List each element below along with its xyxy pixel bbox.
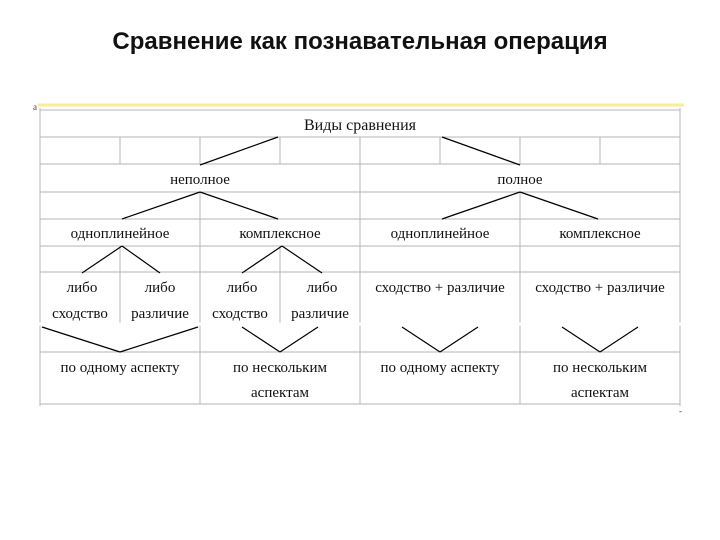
level3-top-1: либо: [67, 280, 98, 296]
level3-top-2: либо: [145, 280, 176, 296]
level1-label-complete: полное: [497, 172, 543, 188]
level3-bottom-4: различие: [291, 306, 349, 322]
level3-bottom-3: сходство: [212, 306, 268, 322]
level3-top-4: либо: [307, 280, 338, 296]
level3-full-2: сходство + различие: [535, 280, 665, 296]
level2-label-3: одноплинейное: [391, 226, 490, 242]
root-label: Виды сравнения: [304, 117, 417, 134]
level4-line2-1: аспектам: [251, 385, 309, 401]
corner-mark-top-left: а: [33, 102, 37, 112]
level3-bottom-2: различие: [131, 306, 189, 322]
level4-line1-3: по одному аспекту: [381, 360, 500, 376]
level2-label-4: комплексное: [559, 226, 641, 242]
level3-top-3: либо: [227, 280, 258, 296]
level4-line1-2: по нескольким: [233, 360, 327, 376]
level3-full-1: сходство + различие: [375, 280, 505, 296]
corner-mark-bottom-right: -: [679, 406, 682, 416]
level4-line1-1: по одному аспекту: [61, 360, 180, 376]
level3-bottom-1: сходство: [52, 306, 108, 322]
slide-title: Сравнение как познавательная операция: [112, 28, 608, 55]
level4-line1-4: по нескольким: [553, 360, 647, 376]
level1-label-incomplete: неполное: [170, 172, 230, 188]
level2-label-2: комплексное: [239, 226, 321, 242]
level4-line2-2: аспектам: [571, 385, 629, 401]
level2-label-1: одноплинейное: [71, 226, 170, 242]
tree-connectors: [41, 136, 639, 353]
